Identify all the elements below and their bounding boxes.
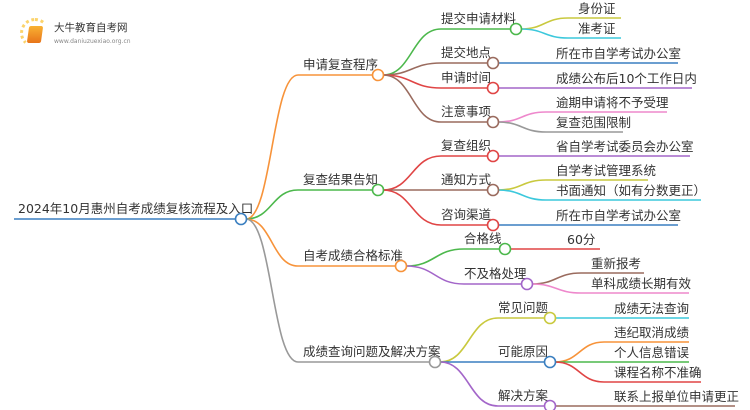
branch-connector [245, 74, 299, 220]
leaf-connector [531, 272, 582, 285]
topic-node-label[interactable]: 可能原因 [498, 344, 548, 359]
topic-collapse-toggle[interactable] [486, 149, 500, 163]
topic-node-label[interactable]: 注意事项 [441, 104, 491, 119]
topic-node-label[interactable]: 合格线 [464, 231, 502, 246]
leaf-node-label[interactable]: 复查范围限制 [556, 115, 631, 130]
branch-collapse-toggle[interactable] [371, 68, 385, 82]
topic-connector [405, 265, 465, 285]
topic-connector [382, 28, 442, 76]
topic-collapse-toggle[interactable] [509, 22, 523, 36]
branch-node-label[interactable]: 成绩查询问题及解决方案 [303, 344, 441, 359]
branch-connector [245, 218, 299, 363]
topic-connector [382, 189, 442, 226]
leaf-node-label[interactable]: 单科成绩长期有效 [591, 276, 692, 291]
leaf-connector [497, 121, 547, 133]
branch-connector [245, 189, 299, 220]
topic-collapse-toggle[interactable] [543, 355, 557, 369]
leaf-node-label[interactable]: 身份证 [578, 1, 616, 16]
leaf-node-label[interactable]: 成绩公布后10个工作日内 [556, 71, 697, 86]
topic-node-label[interactable]: 提交地点 [441, 45, 491, 60]
topic-node-label[interactable]: 解决方案 [498, 388, 549, 403]
leaf-connector [497, 189, 547, 201]
leaf-node-label[interactable]: 所在市自学考试办公室 [556, 46, 681, 61]
topic-node-label[interactable]: 提交申请材料 [441, 11, 517, 26]
root-collapse-toggle[interactable] [234, 212, 248, 226]
topic-node-label[interactable]: 复查组织 [441, 138, 491, 153]
branch-collapse-toggle[interactable] [371, 183, 385, 197]
topic-collapse-toggle[interactable] [520, 277, 534, 291]
leaf-connector [520, 17, 569, 30]
topic-collapse-toggle[interactable] [543, 399, 557, 410]
branch-connector [245, 218, 299, 267]
branch-collapse-toggle[interactable] [428, 355, 442, 369]
topic-collapse-toggle[interactable] [486, 81, 500, 95]
branch-node-label[interactable]: 复查结果告知 [303, 172, 378, 187]
leaf-node-label[interactable]: 书面通知（如有分数更正） [556, 183, 706, 198]
leaf-node-label[interactable]: 省自学考试委员会办公室 [556, 139, 694, 154]
leaf-node-label[interactable]: 准考证 [578, 21, 616, 36]
branch-collapse-toggle[interactable] [394, 259, 408, 273]
topic-connector [382, 155, 442, 191]
leaf-connector [554, 341, 605, 363]
topic-node-label[interactable]: 咨询渠道 [441, 207, 492, 222]
leaf-node-label[interactable]: 逾期申请将不予受理 [556, 95, 669, 110]
leaf-node-label[interactable]: 所在市自学考试办公室 [556, 208, 681, 223]
topic-node-label[interactable]: 申请时间 [441, 70, 491, 85]
leaf-connector [497, 111, 547, 123]
topic-collapse-toggle[interactable] [486, 115, 500, 129]
topic-collapse-toggle[interactable] [498, 242, 512, 256]
topic-connector [439, 361, 499, 407]
leaf-connector [520, 28, 569, 39]
topic-node-label[interactable]: 不及格处理 [464, 266, 527, 281]
logo-name: 大牛教育自考网 [54, 22, 128, 34]
leaf-node-label[interactable]: 联系上报单位申请更正 [614, 389, 739, 404]
leaf-connector [531, 283, 582, 294]
root-node-label[interactable]: 2024年10月惠州自考成绩复核流程及入口 [18, 201, 253, 216]
topic-collapse-toggle[interactable] [486, 218, 500, 232]
logo-sun-icon [20, 18, 50, 48]
site-logo: 大牛教育自考网 www.daniuzuexiao.org.cn [18, 16, 158, 50]
topic-connector [382, 74, 442, 123]
leaf-node-label[interactable]: 个人信息错误 [614, 345, 690, 360]
leaf-node-label[interactable]: 重新报考 [591, 256, 641, 271]
branch-node-label[interactable]: 自考成绩合格标准 [303, 248, 403, 263]
topic-connector [439, 317, 499, 363]
topic-connector [405, 248, 465, 267]
leaf-node-label[interactable]: 自学考试管理系统 [556, 163, 656, 178]
leaf-node-label[interactable]: 60分 [567, 232, 595, 247]
leaf-node-label[interactable]: 成绩无法查询 [614, 301, 689, 316]
leaf-node-label[interactable]: 课程名称不准确 [614, 365, 702, 380]
topic-collapse-toggle[interactable] [486, 183, 500, 197]
topic-node-label[interactable]: 常见问题 [498, 300, 549, 315]
topic-collapse-toggle[interactable] [543, 311, 557, 325]
leaf-connector [554, 361, 605, 383]
topic-node-label[interactable]: 通知方式 [441, 172, 492, 187]
leaf-node-label[interactable]: 违纪取消成绩 [614, 325, 690, 340]
logo-url: www.daniuzuexiao.org.cn [54, 38, 131, 45]
topic-collapse-toggle[interactable] [486, 56, 500, 70]
leaf-connector [497, 179, 547, 191]
branch-node-label[interactable]: 申请复查程序 [303, 57, 378, 72]
